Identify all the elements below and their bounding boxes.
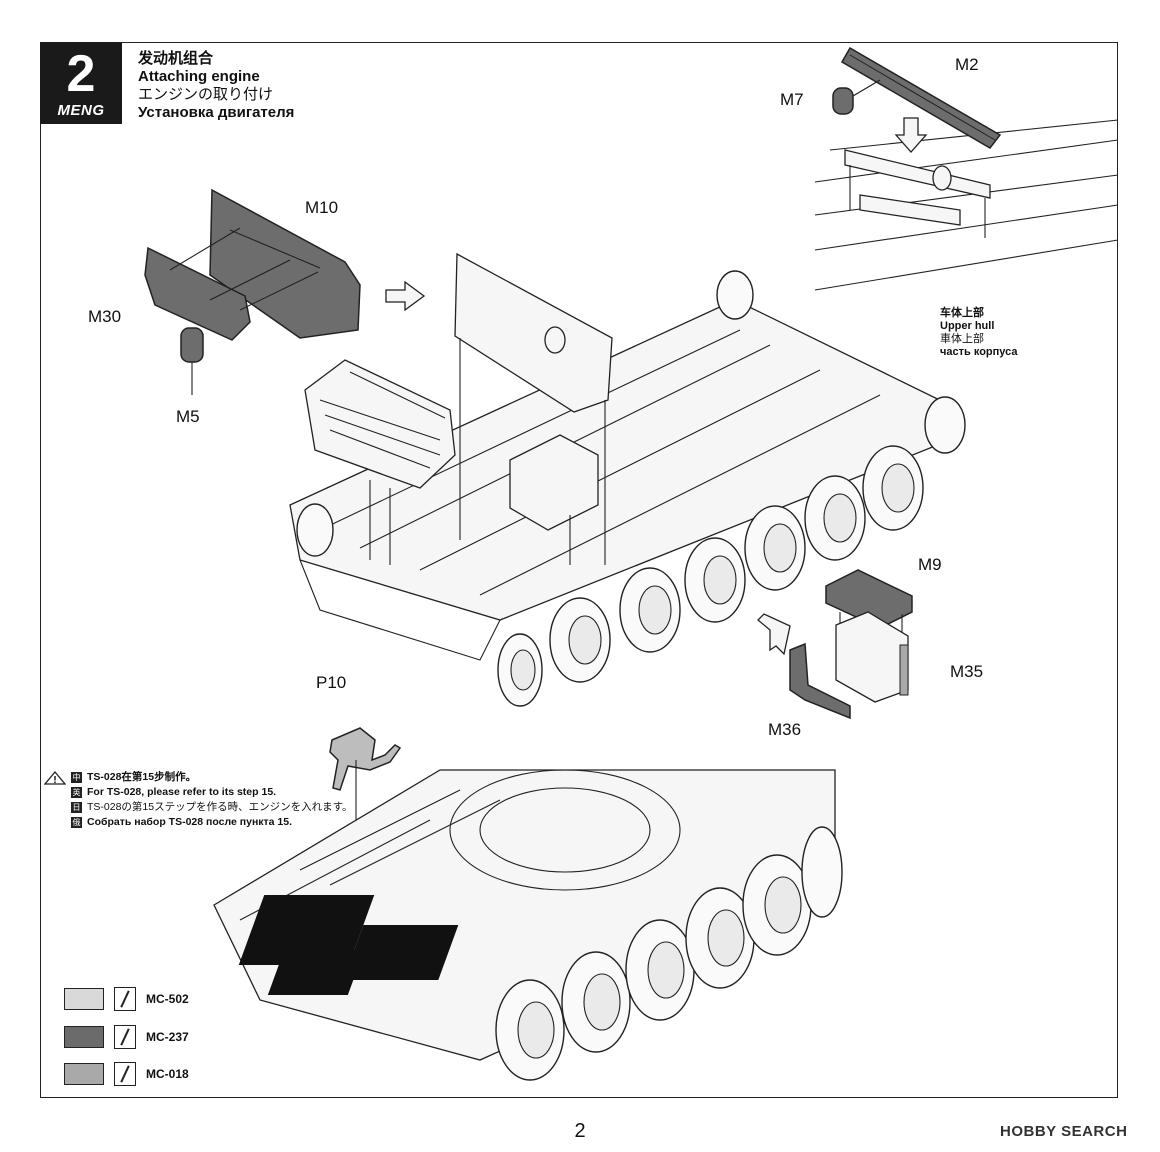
title-jp: エンジンの取り付け (138, 86, 274, 103)
lang-en-icon: 英 (71, 787, 82, 798)
engine-deck-panel (454, 252, 613, 565)
road-wheels-upper (296, 270, 966, 707)
upper-hull-detail (814, 119, 1119, 291)
brush-icon (114, 1025, 136, 1049)
warning-icon (44, 770, 66, 785)
note-jp: TS-028の第15ステップを作る時、エンジンを入れます。 (87, 801, 353, 813)
brush-icon (114, 987, 136, 1011)
m5-part (180, 327, 204, 395)
paint-code-3: MC-018 (146, 1067, 189, 1081)
paint-swatch-1 (64, 988, 104, 1010)
arrow-upleft-icon (757, 613, 791, 656)
title-zh: 发动机组合 (138, 50, 214, 67)
label-m30: M30 (88, 307, 122, 326)
label-m35: M35 (950, 662, 984, 681)
m35-part (835, 611, 909, 703)
label-m2: M2 (955, 55, 979, 74)
paint-row-1: MC-502 (64, 987, 189, 1011)
hull-assembled-view (213, 769, 836, 1061)
label-p10: P10 (316, 673, 347, 692)
label-m10: M10 (305, 198, 339, 217)
step-title: 发动机组合 Attaching engine エンジンの取り付け Установ… (138, 50, 294, 122)
brush-icon (114, 1062, 136, 1086)
upper-hull-zh: 车体上部 (940, 307, 984, 319)
label-m36: M36 (768, 720, 802, 739)
step-badge: 2 MENG (40, 42, 122, 124)
lang-zh-icon: 中 (71, 772, 82, 783)
m36-part (789, 642, 851, 720)
engine-box (509, 434, 599, 565)
engine-block (304, 359, 456, 565)
title-ru: Установка двигателя (138, 104, 295, 121)
arrow-down-icon (894, 117, 928, 153)
upper-hull-label: 车体上部 Upper hull 車体上部 часть корпуса (940, 307, 1017, 359)
paint-row-3: MC-018 (64, 1062, 189, 1086)
paint-row-2: MC-237 (64, 1025, 189, 1049)
brand-logo: MENG (57, 102, 105, 119)
upper-hull-en: Upper hull (940, 320, 995, 332)
note-en: For TS-028, please refer to its step 15. (87, 786, 277, 798)
watermark-logo: HOBBY SEARCH (1000, 1123, 1128, 1140)
assembly-note: 中 TS-028在第15步制作。 英 For TS-028, please re… (44, 770, 353, 830)
paint-code-1: MC-502 (146, 992, 189, 1006)
m7-on-hull (932, 165, 952, 191)
paint-swatch-3 (64, 1063, 104, 1085)
m10-part (209, 188, 361, 339)
upper-hull-jp: 車体上部 (940, 333, 984, 345)
note-zh: TS-028在第15步制作。 (87, 771, 197, 783)
upper-hull-ru: часть корпуса (940, 346, 1018, 358)
m2-part (840, 46, 1002, 149)
page-number: 2 (574, 1120, 586, 1142)
label-m5: M5 (176, 407, 200, 426)
m30-part (144, 246, 251, 341)
title-en: Attaching engine (138, 68, 260, 85)
label-m7: M7 (780, 90, 804, 109)
label-m9: M9 (918, 555, 942, 574)
paint-code-2: MC-237 (146, 1030, 189, 1044)
note-ru: Собрать набор TS-028 после пункта 15. (87, 816, 293, 828)
paint-swatch-2 (64, 1026, 104, 1048)
m7-part (832, 79, 881, 115)
page-frame (40, 42, 1118, 1098)
lang-ru-icon: 俄 (71, 817, 82, 828)
step-number: 2 (66, 45, 96, 103)
road-wheels-lower (495, 826, 843, 1081)
arrow-right-icon (385, 280, 426, 312)
lang-jp-icon: 日 (71, 802, 82, 813)
